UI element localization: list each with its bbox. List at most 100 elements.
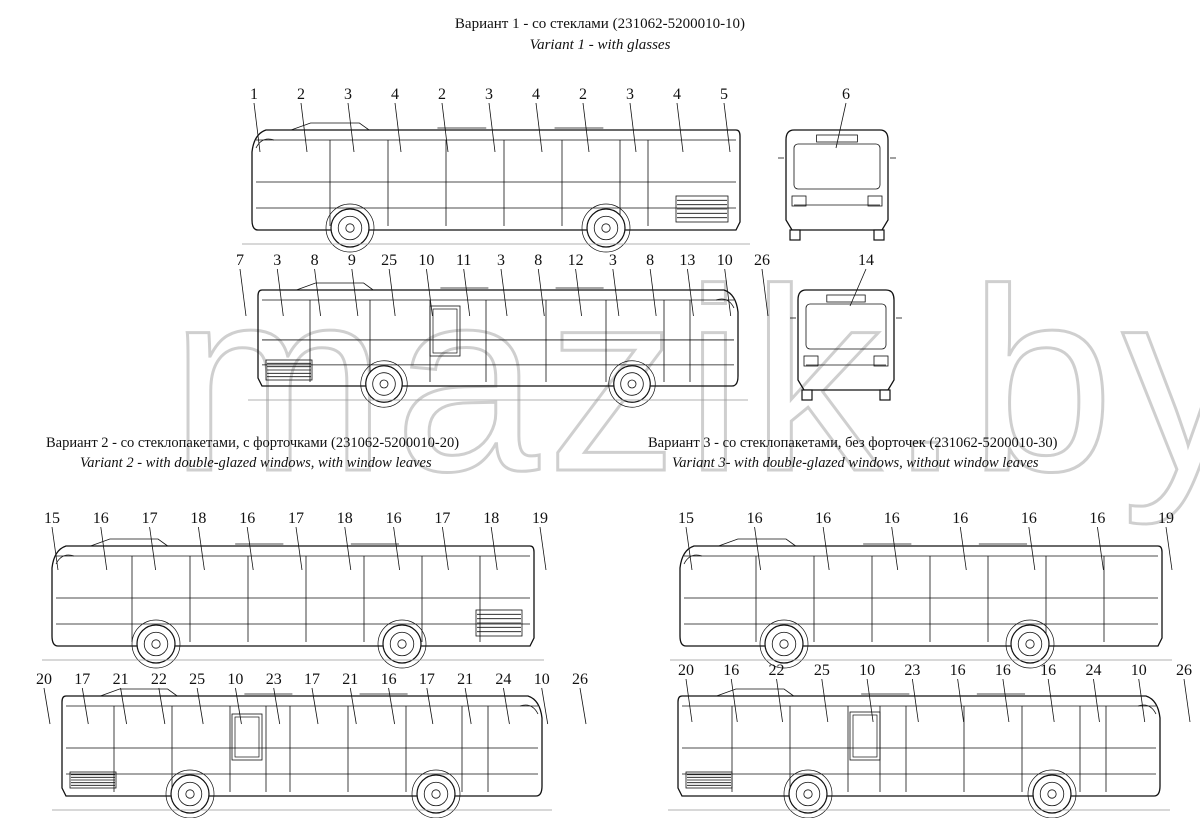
callout-number: 2 (438, 86, 446, 103)
variant3-title-en: Variant 3- with double-glazed windows, w… (672, 455, 1039, 471)
wheel-rim (389, 631, 415, 657)
engine-grille (475, 609, 523, 637)
v1-side-right (248, 282, 748, 408)
leader-line (246, 526, 254, 571)
callout-number: 3 (344, 86, 352, 103)
leader-line (500, 268, 508, 317)
windscreen (683, 554, 703, 565)
roof-unit (290, 122, 370, 131)
wheel-rim (177, 781, 203, 807)
variant2-title-ru: Вариант 2 - со стеклопакетами, с форточк… (46, 435, 460, 451)
leader-line (442, 526, 449, 571)
windscreen (1137, 704, 1157, 715)
v1-side-left (242, 122, 750, 253)
wheel (136, 624, 176, 664)
roof-unit (718, 538, 796, 547)
leader-line (575, 268, 582, 317)
callout-number: 20 (36, 671, 52, 688)
variant1-title-ru: Вариант 1 - со стеклами (231062-5200010-… (454, 16, 746, 32)
callout-number: 24 (495, 671, 511, 688)
leader-line (43, 687, 51, 725)
route-display (816, 134, 858, 143)
callout-number: 16 (239, 510, 255, 527)
callout-number: 2 (297, 86, 305, 103)
callout-number: 10 (534, 671, 550, 688)
callout-number: 16 (952, 510, 968, 527)
wheel-arch (325, 203, 375, 253)
wheel-arch (1027, 769, 1077, 818)
leader-line (388, 268, 396, 317)
leader-line (761, 268, 769, 317)
leader-line (81, 687, 89, 725)
wheel-hub (379, 379, 389, 389)
leader-line (441, 102, 449, 153)
door-glass-inner (432, 308, 458, 354)
callout-number: 21 (113, 671, 129, 688)
leader-line (426, 687, 434, 725)
leader-line (1047, 678, 1055, 723)
callout-number: 14 (858, 252, 874, 269)
leader-line (835, 102, 847, 149)
leader-line (649, 268, 657, 317)
callout-number: 15 (44, 510, 60, 527)
tyre-right (879, 389, 891, 401)
callout-number: 17 (142, 510, 158, 527)
wheel-hub (627, 379, 637, 389)
wheel-hub (185, 789, 195, 799)
variant3-title-ru: Вариант 3 - со стеклопакетами, без форто… (648, 435, 1058, 451)
wheel-hub (397, 639, 407, 649)
leader-line (957, 678, 965, 723)
v1-rear (790, 289, 902, 401)
leader-line (253, 102, 261, 153)
callout-number: 16 (1021, 510, 1037, 527)
leader-line (866, 678, 874, 723)
wheel-arch (759, 619, 809, 669)
leader-line (349, 687, 357, 725)
callout-number: 18 (337, 510, 353, 527)
tyre-right (873, 229, 885, 241)
callout-number: 16 (1089, 510, 1105, 527)
leader-line (196, 687, 204, 725)
wheel-hub (803, 789, 813, 799)
leader-line (629, 102, 637, 153)
engine-grille (675, 195, 729, 223)
callout-number: 16 (950, 662, 966, 679)
callout-number: 1 (250, 86, 258, 103)
wheel-hub (151, 639, 161, 649)
v1-rear-label: 14 (849, 252, 874, 307)
bus-body (677, 695, 1161, 797)
leader-line (1138, 678, 1146, 723)
callout-number: 6 (842, 86, 850, 103)
leader-line (347, 102, 355, 153)
leader-line (503, 687, 510, 725)
leader-line (276, 268, 284, 317)
leader-line (393, 526, 400, 571)
callout-number: 19 (532, 510, 548, 527)
leader-line (198, 526, 205, 571)
callout-number: 21 (457, 671, 473, 688)
wheel (170, 774, 210, 814)
callout-number: 18 (483, 510, 499, 527)
callout-number: 4 (532, 86, 540, 103)
wheel-arch (131, 619, 181, 669)
windscreen (255, 138, 275, 149)
door-glass-inner (852, 714, 878, 758)
wheel-arch (1005, 619, 1055, 669)
callout-number: 13 (679, 252, 695, 269)
door-glass-inner (234, 716, 260, 758)
callout-number: 17 (434, 510, 450, 527)
rear-window (805, 303, 887, 350)
callout-number: 16 (93, 510, 109, 527)
wheel-rim (795, 781, 821, 807)
wheel (1010, 624, 1050, 664)
wheel (330, 208, 370, 248)
wheel (586, 208, 626, 248)
callout-number: 3 (609, 252, 617, 269)
callout-number: 26 (1176, 662, 1192, 679)
wheel-hub (1025, 639, 1035, 649)
wheel-hub (431, 789, 441, 799)
wheel-rim (337, 215, 363, 241)
leader-line (426, 268, 433, 317)
wheel-arch (377, 619, 427, 669)
callout-number: 22 (769, 662, 785, 679)
